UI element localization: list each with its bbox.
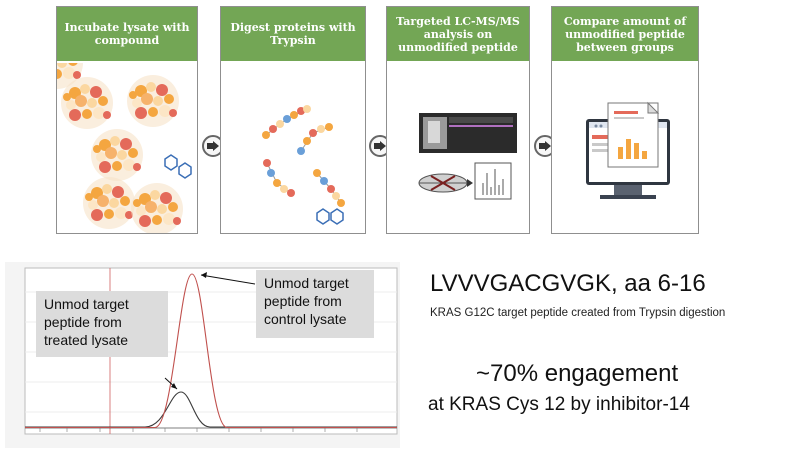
step-compare: Compare amount of unmodified peptide bet…: [551, 6, 699, 234]
step-compare-title: Compare amount of unmodified peptide bet…: [552, 7, 698, 61]
peptide-description: KRAS G12C target peptide created from Tr…: [430, 307, 726, 319]
peptide-sequence: LVVVGACGVGK, aa 6-16: [430, 270, 706, 297]
step-incubate: Incubate lysate with compound: [56, 6, 198, 234]
protein-clusters-illustration: [57, 63, 192, 233]
step-lcms: Targeted LC-MS/MS analysis on unmodified…: [386, 6, 530, 234]
step-lcms-title: Targeted LC-MS/MS analysis on unmodified…: [387, 7, 529, 61]
treated-lysate-callout: Unmod target peptide from treated lysate: [36, 291, 168, 357]
mass-spectrometer-illustration: [418, 113, 517, 200]
control-lysate-callout: Unmod target peptide from control lysate: [256, 270, 374, 338]
step-digest: Digest proteins with Trypsin: [220, 6, 366, 234]
peptide-fragments-illustration: [262, 105, 345, 225]
engagement-value: ~70% engagement: [476, 360, 679, 387]
engagement-target: at KRAS Cys 12 by inhibitor-14: [428, 394, 690, 415]
report-monitor-illustration: [586, 101, 670, 199]
step-digest-title: Digest proteins with Trypsin: [221, 7, 365, 61]
step-incubate-title: Incubate lysate with compound: [57, 7, 197, 61]
